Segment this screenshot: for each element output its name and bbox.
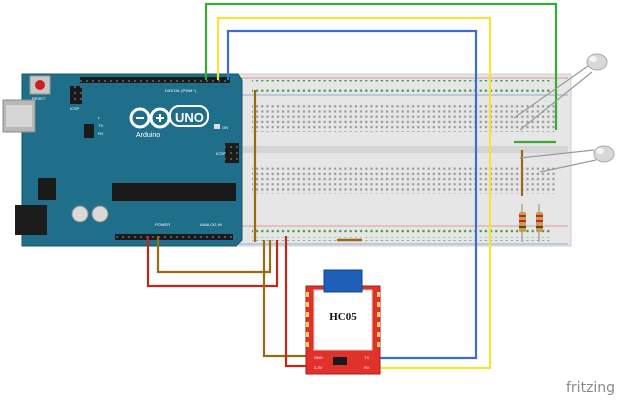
resistor-left (519, 204, 526, 242)
l-label: L (98, 115, 101, 120)
wire-brown-power (156, 236, 272, 274)
icsp-label: ICSP (70, 106, 80, 111)
maker-label: Arduino (136, 132, 160, 139)
analog-label: ANALOG IN (200, 222, 222, 227)
wire-yellow (216, 16, 492, 370)
led-bottom (519, 145, 615, 173)
hc05-module: HC05 GND 3.3V TX RX (305, 269, 381, 375)
board-name: UNO (175, 110, 204, 125)
pin-gnd-label: GND (314, 355, 323, 360)
wire-red-power (146, 236, 279, 288)
power-analog-header (115, 234, 233, 240)
power-label: POWER (155, 222, 170, 227)
breadboard (231, 73, 572, 247)
on-label: ON (222, 125, 228, 130)
dc-jack (15, 205, 47, 235)
rx-label: RX (98, 131, 104, 136)
icsp2-header (225, 143, 239, 163)
pin-vcc-label: 3.3V (314, 365, 323, 370)
arduino-logo (129, 107, 171, 129)
digital-label: DIGITAL (PWM~) (165, 88, 197, 93)
icsp2-label: ICSP (216, 151, 226, 156)
arduino-board: RESET DIGITAL (PWM~) ICSP L TX RX Arduin… (2, 73, 243, 247)
pin-rx-label: RX (364, 365, 370, 370)
wire-red-vcc (284, 236, 312, 368)
atmega-chip (112, 183, 236, 201)
module-name: HC05 (329, 311, 357, 323)
digital-header (80, 77, 230, 83)
icsp-header (70, 86, 82, 104)
uno-badge (169, 105, 209, 127)
led-top (513, 53, 608, 131)
reset-label: RESET (32, 96, 46, 101)
wire-blue (226, 29, 478, 360)
wire-green (204, 2, 558, 130)
tx-label: TX (98, 123, 103, 128)
wire-brown-gnd (262, 240, 312, 358)
pin-tx-label: TX (364, 355, 369, 360)
antenna-chip (323, 269, 363, 293)
resistor-right (536, 204, 543, 242)
fritzing-brand: fritzing (566, 380, 615, 396)
